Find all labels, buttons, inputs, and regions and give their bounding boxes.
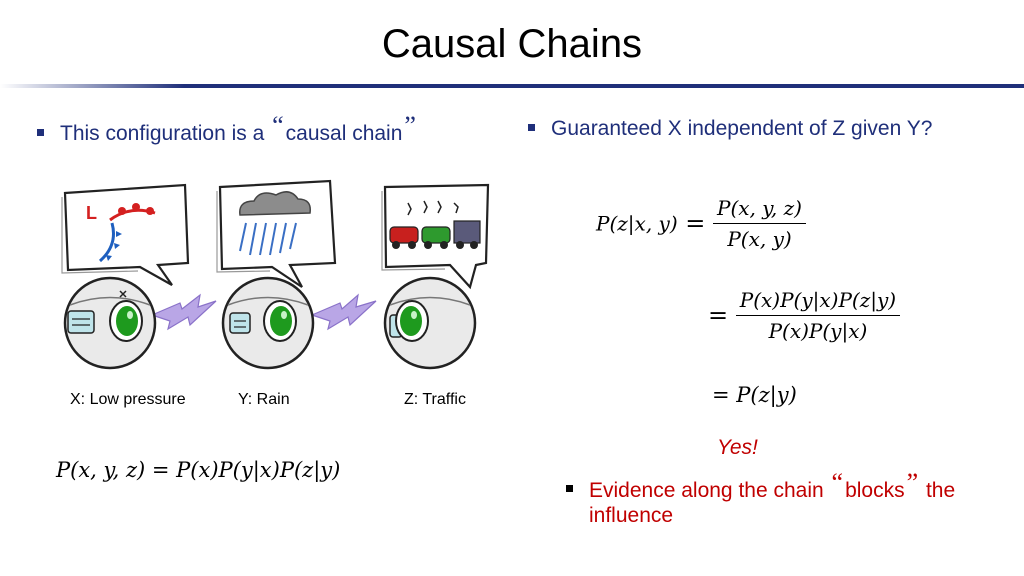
formula-rhs: P(x)P(y|x)P(z|y) xyxy=(176,458,341,482)
open-quote: “ xyxy=(831,468,844,497)
fraction-numerator: P(x)P(y|x)P(z|y) xyxy=(739,288,897,312)
bullet-text: Guaranteed X independent of Z given Y? xyxy=(551,117,933,140)
close-quote: ” xyxy=(404,111,416,140)
caption-z-traffic: Z: Traffic xyxy=(404,391,466,408)
answer-yes: Yes! xyxy=(717,436,758,459)
bullet-text: This configuration is a xyxy=(60,122,271,145)
slide-title: Causal Chains xyxy=(381,22,643,66)
close-quote: ” xyxy=(906,468,919,497)
bullet-text: Evidence along the chain xyxy=(589,479,830,502)
fraction-denominator: P(x)P(y|x) xyxy=(735,315,901,343)
title-underline xyxy=(0,84,1024,88)
bullet-square-icon xyxy=(566,485,573,492)
fraction-factorized: P(x)P(y|x)P(z|y) P(x)P(y|x) xyxy=(735,288,901,343)
bullet-text-block: Evidence along the chain “blocks” the in… xyxy=(589,470,996,528)
caption-y-rain: Y: Rain xyxy=(238,391,290,408)
fraction-numerator: P(x, y, z) xyxy=(717,196,802,220)
bullet-text-after: the influence xyxy=(589,479,956,527)
equals-sign: = xyxy=(708,301,736,330)
bullet-causal-chain: This configuration is a “causal chain” xyxy=(37,111,418,147)
caption-x-low-pressure: X: Low pressure xyxy=(70,391,186,408)
causal-chain-illustration: L xyxy=(61,179,490,370)
thought-bubble-low-pressure-icon: L xyxy=(61,183,190,286)
derivation-line-1: P(z|x, y) = P(x, y, z) P(x, y) xyxy=(596,196,806,251)
lightning-bolt-icon xyxy=(150,293,217,331)
open-quote: “ xyxy=(272,111,284,140)
bullet-independence-question: Guaranteed X independent of Z given Y? xyxy=(528,117,932,141)
robot-y-icon xyxy=(221,276,315,370)
svg-text:L: L xyxy=(86,203,97,223)
lightning-bolt-icon xyxy=(310,293,377,331)
bullet-square-icon xyxy=(37,128,44,136)
bullet-evidence-blocks: Evidence along the chain “blocks” the in… xyxy=(566,470,996,528)
fraction-joint-over-marginal: P(x, y, z) P(x, y) xyxy=(713,196,806,251)
bullet-square-icon xyxy=(528,123,535,131)
thought-bubble-traffic-icon xyxy=(381,183,490,290)
derivation-line-2: = P(x)P(y|x)P(z|y) P(x)P(y|x) xyxy=(708,288,901,343)
joint-factorization-formula: P(x, y, z) = P(x)P(y|x)P(z|y) xyxy=(56,458,340,482)
formula-equals: = xyxy=(145,458,177,482)
bullet-quoted-text: causal chain xyxy=(285,122,403,145)
robot-x-icon xyxy=(63,276,157,370)
equals-sign: = xyxy=(677,209,714,238)
derivation-line-3: = P(z|y) xyxy=(712,383,797,407)
bullet-quoted-text: blocks xyxy=(845,479,905,502)
thought-bubble-rain-icon xyxy=(216,179,337,288)
fraction-denominator: P(x, y) xyxy=(713,223,806,251)
formula-lhs: P(x, y, z) xyxy=(56,458,146,482)
robot-z-icon xyxy=(383,276,477,370)
conditional-lhs: P(z|x, y) xyxy=(596,211,678,236)
